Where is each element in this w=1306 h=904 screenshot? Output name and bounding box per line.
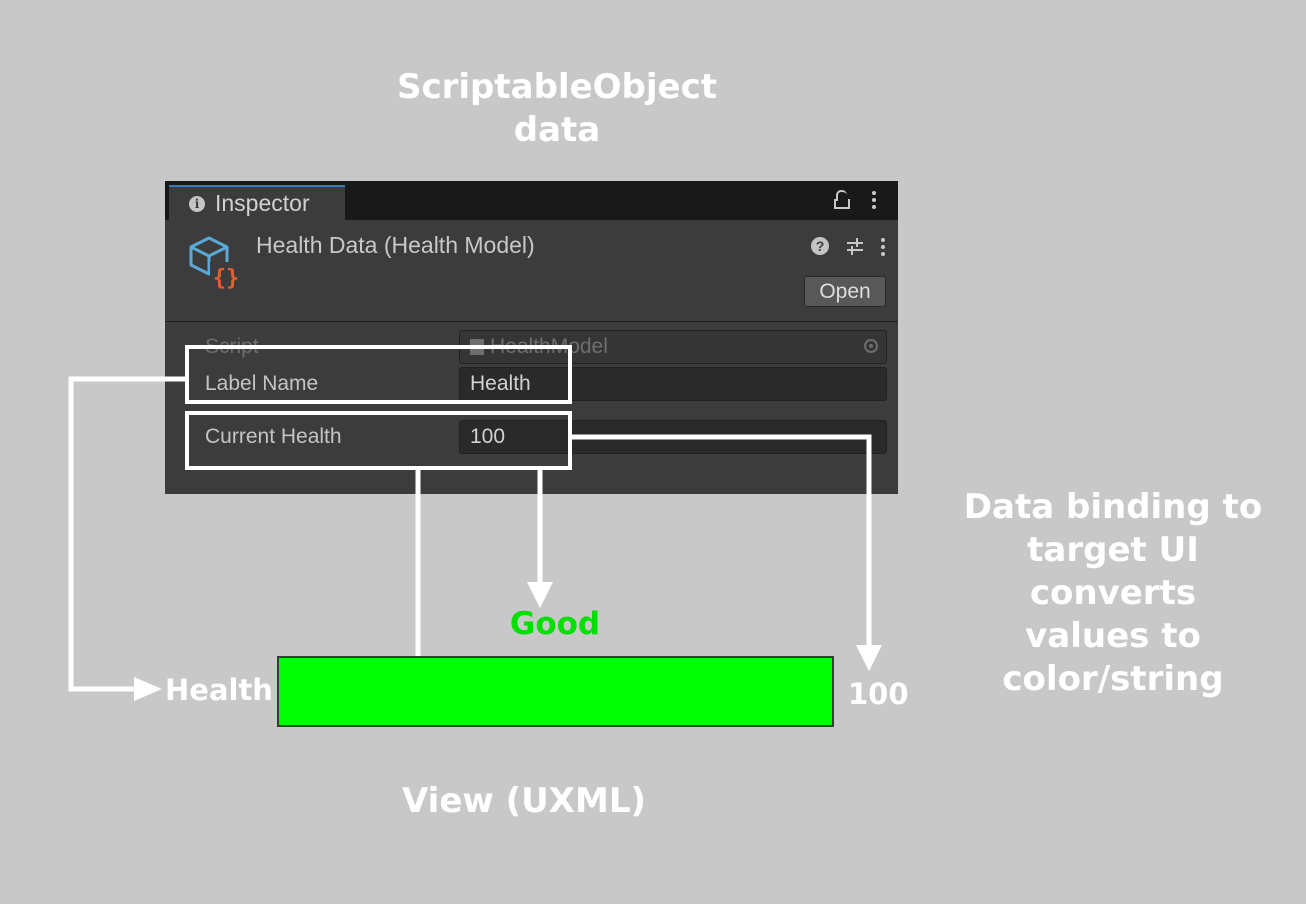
view-heading: View (UXML): [401, 781, 647, 821]
current-health-highlight: [185, 411, 572, 470]
label-name-label: Label Name: [205, 372, 319, 395]
view-health-label: Health: [165, 673, 273, 707]
asset-title: Health Data (Health Model): [256, 232, 535, 258]
arrow-lines: [68, 376, 872, 692]
svg-text:{}: {}: [213, 266, 240, 291]
label-name-highlight: [185, 345, 572, 404]
more-options-icon[interactable]: [872, 190, 876, 209]
inspector-tabbar: i Inspector: [165, 181, 898, 220]
data-binding-heading: Data binding to target UI converts value…: [963, 487, 1263, 699]
open-button[interactable]: Open: [804, 276, 886, 307]
settings-sliders-icon[interactable]: [845, 236, 865, 256]
label-name-field[interactable]: Health: [459, 367, 887, 401]
more-options-icon[interactable]: [881, 237, 885, 256]
scriptableobject-heading: ScriptableObject data: [396, 67, 717, 150]
view-health-value: 100: [848, 677, 909, 711]
tab-inspector[interactable]: i Inspector: [169, 185, 345, 220]
inspector-header: {} Health Data (Health Model) ?: [165, 220, 898, 322]
object-picker-icon[interactable]: [864, 339, 878, 353]
lock-icon[interactable]: [834, 190, 850, 209]
scriptable-object-icon: {}: [189, 236, 242, 291]
tab-label: Inspector: [215, 190, 310, 216]
health-bar: [277, 656, 834, 727]
current-health-label: Current Health: [205, 425, 342, 448]
info-icon: i: [189, 195, 205, 212]
status-label: Good: [509, 606, 601, 642]
help-icon[interactable]: ?: [811, 237, 829, 255]
